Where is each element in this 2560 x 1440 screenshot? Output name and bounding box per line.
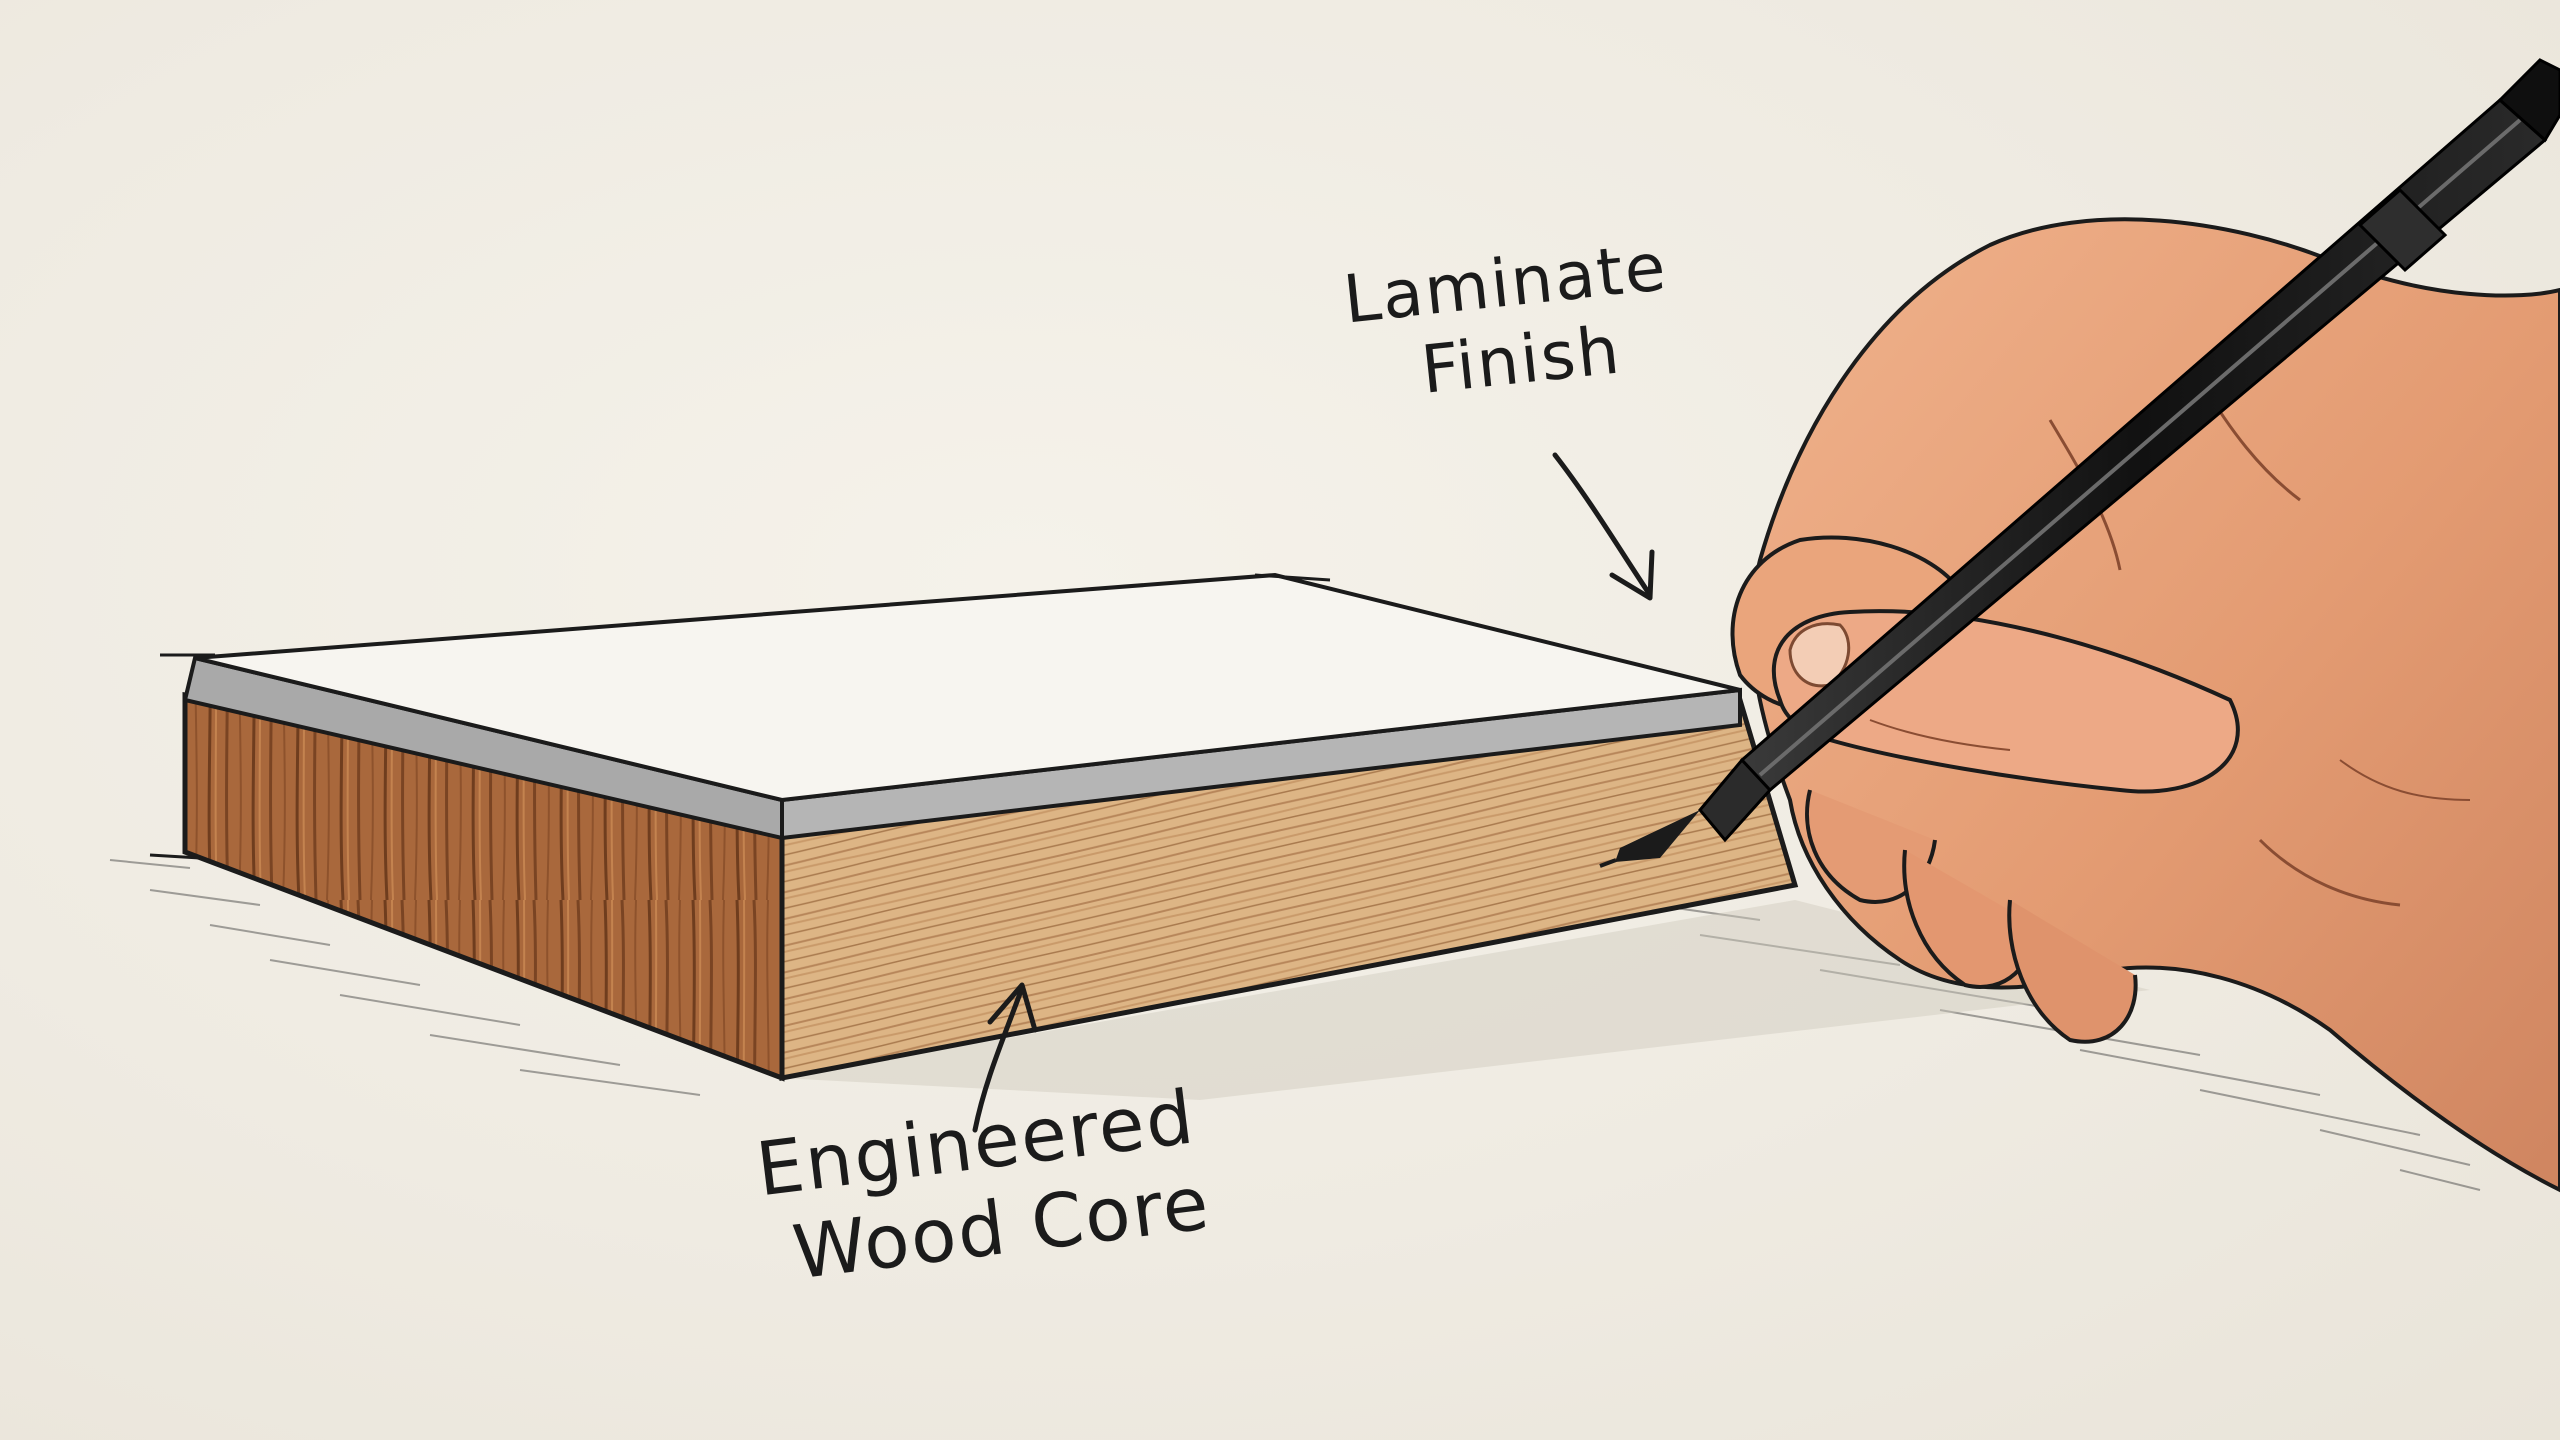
shadow-hatching bbox=[109, 859, 2481, 1191]
laminate-top bbox=[194, 572, 1741, 803]
hand-illustration bbox=[1730, 217, 2560, 1193]
board-shadow bbox=[780, 900, 2150, 1100]
laminate-arrow bbox=[1552, 452, 1653, 598]
pen-illustration bbox=[1599, 58, 2560, 868]
core-arrow bbox=[972, 985, 1025, 1133]
